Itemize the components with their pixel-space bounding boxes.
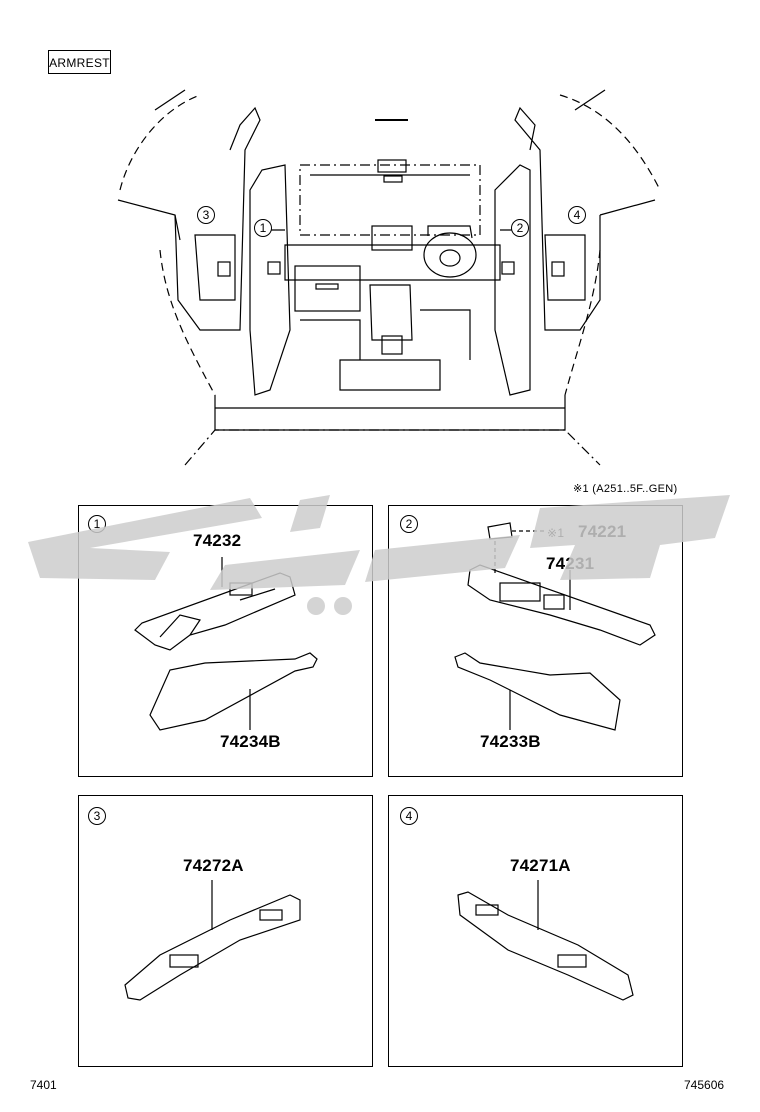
armrest-drawing-74234b bbox=[149, 652, 318, 731]
overview-callout-4: 4 bbox=[568, 206, 586, 224]
part-number-74271a: 74271A bbox=[510, 856, 571, 875]
part-number-74272a: 74272A bbox=[183, 856, 244, 875]
panel-3-index: 3 bbox=[88, 807, 106, 825]
armrest-drawing-74271a bbox=[457, 880, 634, 1001]
panel-4-index: 4 bbox=[400, 807, 418, 825]
footer-left-code: 7401 bbox=[30, 1078, 57, 1092]
panel-4 bbox=[388, 795, 683, 1067]
section-label: ARMREST bbox=[48, 50, 111, 74]
footer-right-code: 745606 bbox=[684, 1078, 725, 1092]
watermark-logo bbox=[28, 495, 730, 615]
overview-callout-2: 2 bbox=[511, 219, 529, 237]
armrest-drawing-74272a bbox=[124, 880, 301, 1001]
applicability-footnote: ※1 (A251..5F..GEN) bbox=[573, 483, 678, 495]
panel-3 bbox=[78, 795, 373, 1067]
overview-callout-3: 3 bbox=[197, 206, 215, 224]
panel-2 bbox=[388, 505, 683, 777]
armrest-drawing-74233b bbox=[454, 652, 621, 731]
panel-2-index: 2 bbox=[400, 515, 418, 533]
overview-callout-1: 1 bbox=[254, 219, 272, 237]
part-number-74233b: 74233B bbox=[480, 732, 541, 751]
vehicle-interior-overview bbox=[117, 89, 661, 466]
part-number-74234b: 74234B bbox=[220, 732, 281, 751]
part-number-74232: 74232 bbox=[193, 531, 242, 550]
